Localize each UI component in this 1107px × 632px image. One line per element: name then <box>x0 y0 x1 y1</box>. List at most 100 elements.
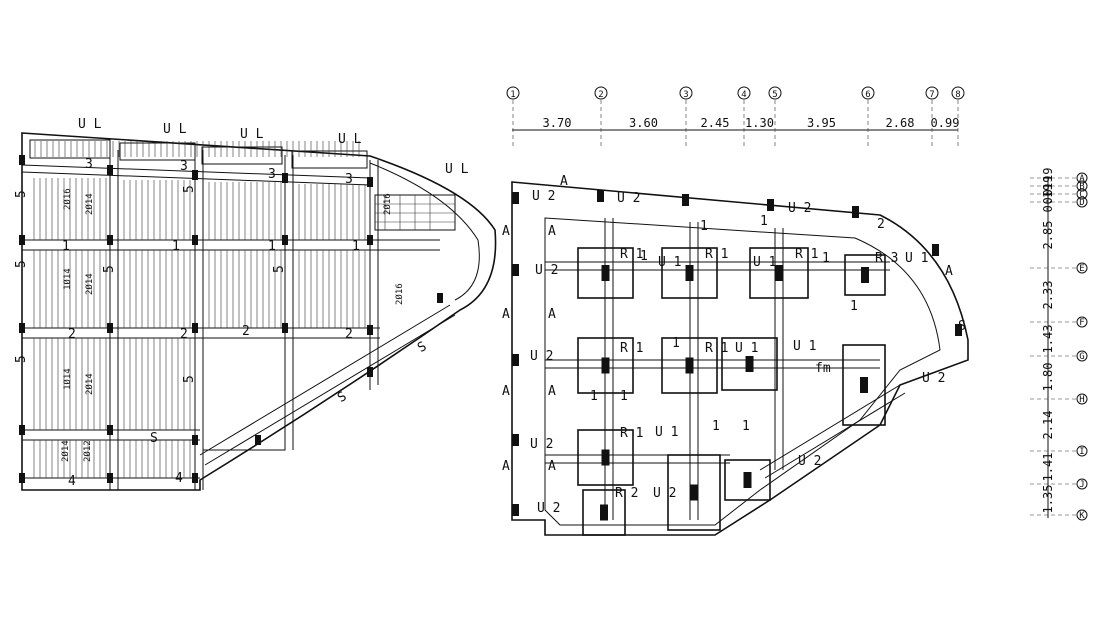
plan-label: 1 <box>620 389 628 404</box>
row-bubble-label: E <box>1079 264 1084 274</box>
beam-label: 3 <box>85 157 93 172</box>
row-bubble-label: D <box>1079 198 1084 208</box>
axis-bubble <box>861 86 875 100</box>
axis-bubble-label: 5 <box>772 90 777 100</box>
rebar-label: 2Ø14 <box>84 193 95 215</box>
row-bubble-label: A <box>1079 174 1085 184</box>
beam-label: 3 <box>180 159 188 174</box>
footing-column <box>775 265 783 281</box>
beam-label: 1 <box>268 239 276 254</box>
plan-label: 2 <box>877 217 885 232</box>
beam-label: 2 <box>242 324 250 339</box>
axis-bubble-label: 1 <box>510 90 515 100</box>
plan-label: 1 <box>742 419 750 434</box>
plan-label: R 1 <box>705 247 728 262</box>
plan-label: U 2 <box>530 349 553 364</box>
ul-label: U L <box>240 127 264 142</box>
column <box>19 155 25 165</box>
axis-bubble <box>679 86 693 100</box>
row-bubble <box>1076 478 1088 490</box>
axis-spacing: 3.60 <box>629 116 658 130</box>
plan-label: R 1 <box>620 426 643 441</box>
beam-label: 4 <box>68 474 76 489</box>
axis-bubble-label: 2 <box>598 90 603 100</box>
footing-column <box>601 265 610 281</box>
beam-label: 5 <box>272 265 287 273</box>
column <box>107 165 113 175</box>
footing <box>577 337 634 394</box>
row-bubble <box>1076 262 1088 274</box>
footing-column <box>745 356 754 372</box>
plan-label: U 1 <box>735 341 758 356</box>
footing <box>577 429 634 486</box>
plan-label: 1 <box>700 219 708 234</box>
column <box>512 434 519 446</box>
plan-label: U 1 <box>905 251 928 266</box>
footing-column <box>861 267 869 283</box>
footing-column <box>685 265 694 281</box>
rebar-label: 2Ø14 <box>60 440 71 462</box>
column <box>512 504 519 516</box>
column <box>19 235 25 245</box>
plan-label: A <box>945 264 953 279</box>
column <box>107 425 113 435</box>
rebar-label: 1Ø14 <box>62 368 73 390</box>
beam-label: 4 <box>175 471 183 486</box>
row-bubble-label: J <box>1079 480 1084 490</box>
beam-label: 5 <box>102 265 117 273</box>
plan-label: 1 <box>640 249 648 264</box>
axis-bubble-label: 3 <box>683 90 688 100</box>
footing <box>667 454 721 531</box>
plan-label: U 2 <box>922 371 945 386</box>
column <box>682 194 689 206</box>
plan-label: U 1 <box>655 425 678 440</box>
column <box>282 173 288 183</box>
plan-label: U 1 <box>793 339 816 354</box>
row-bubble <box>1076 350 1088 362</box>
column <box>255 435 261 445</box>
plan-label: U 2 <box>617 191 640 206</box>
footing <box>844 254 886 296</box>
plan-label: U 2 <box>788 201 811 216</box>
plan-label: A <box>502 307 510 322</box>
row-bubble-label: F <box>1079 318 1084 328</box>
column <box>932 244 939 256</box>
plan-label: A <box>548 224 556 239</box>
plan-label: U 2 <box>653 486 676 501</box>
beam-label: 3 <box>345 172 353 187</box>
plan-label: U 1 <box>658 255 681 270</box>
beam-label: 5 <box>182 185 197 193</box>
beam-label: S <box>415 339 429 356</box>
plan-label: A <box>560 174 568 189</box>
row-spacing: 2.33 <box>1041 281 1055 310</box>
axis-bubble <box>737 86 751 100</box>
left-floor-plan: U L U L U L U L U L 1 1 1 1 2 2 2 2 3 3 … <box>14 117 497 491</box>
plan-label: U 2 <box>530 437 553 452</box>
left-plan-curve-inner <box>369 162 480 301</box>
axis-bubble-label: 7 <box>929 90 934 100</box>
column <box>192 435 198 445</box>
column <box>852 206 859 218</box>
column <box>107 473 113 483</box>
row-spacing: 0.19 <box>1041 176 1055 205</box>
beam-label: 5 <box>14 190 29 198</box>
column <box>107 323 113 333</box>
axis-bubble <box>925 86 939 100</box>
row-bubble-label: I <box>1079 447 1084 457</box>
beam-label: 1 <box>352 239 360 254</box>
axis-bubble <box>506 86 520 100</box>
footing <box>724 459 771 501</box>
row-spacing: 2.85 <box>1041 221 1055 250</box>
column <box>19 323 25 333</box>
axis-spacing: 1.30 <box>745 116 774 130</box>
right-plan-inner-outline <box>544 217 941 526</box>
plan-label: R 2 <box>615 486 638 501</box>
row-bubble <box>1076 509 1088 521</box>
plan-label: A <box>548 307 556 322</box>
footing <box>842 344 886 426</box>
column <box>367 235 373 245</box>
axis-bubble <box>951 86 965 100</box>
footing-column <box>600 504 608 521</box>
